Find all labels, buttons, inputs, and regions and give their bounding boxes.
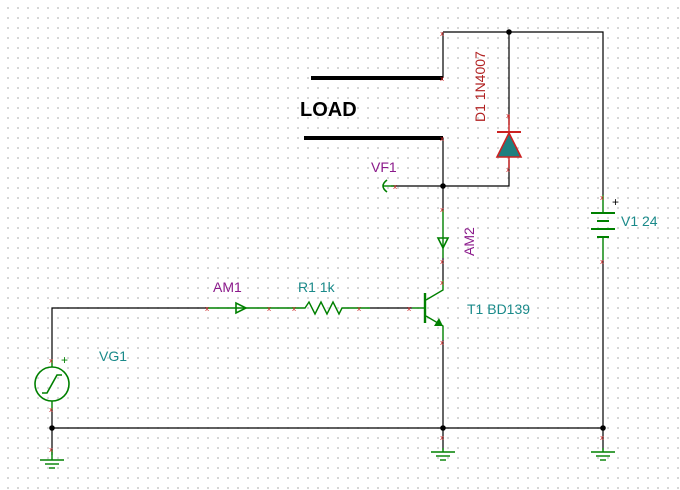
junction-dot xyxy=(49,425,55,431)
battery-v1[interactable]: + V1 24 xyxy=(591,195,658,260)
pin-marker: x xyxy=(440,75,444,83)
v1-label: V1 24 xyxy=(621,213,658,229)
ground-battery[interactable] xyxy=(591,448,615,461)
r1-body xyxy=(270,300,370,316)
vf1-label: VF1 xyxy=(371,159,397,175)
pin-marker: x xyxy=(292,305,296,313)
pin-marker: x xyxy=(506,112,510,120)
pin-marker: x xyxy=(440,30,444,38)
pin-marker: x xyxy=(393,183,397,191)
t1-emitter-arrow xyxy=(434,318,443,326)
pin-marker: x xyxy=(600,258,604,266)
ground-transistor[interactable] xyxy=(431,448,455,461)
ammeter-am1[interactable]: AM1 xyxy=(208,279,270,315)
ground-vg1[interactable] xyxy=(40,450,64,469)
wire-vg1-input[interactable] xyxy=(51,307,208,360)
am2-arrow xyxy=(436,237,450,250)
pin-marker: x xyxy=(440,135,444,143)
junction-dot xyxy=(440,183,446,189)
wires xyxy=(51,31,604,455)
pin-marker: x xyxy=(440,339,444,347)
pin-marker: x xyxy=(600,194,604,202)
load-component[interactable]: LOAD xyxy=(300,76,443,140)
pin-marker: x xyxy=(440,206,444,214)
pin-marker: x xyxy=(407,305,411,313)
wire-diode-bottom[interactable] xyxy=(443,160,510,187)
r1-label: R1 1k xyxy=(298,279,336,295)
wire-top-rail[interactable] xyxy=(443,31,604,195)
pin-marker: x xyxy=(440,279,444,287)
vg1-plus: + xyxy=(61,353,68,367)
transistor-t1[interactable]: T1 BD139 xyxy=(412,280,530,340)
vg1-label: VG1 xyxy=(99,348,127,364)
junctions xyxy=(49,29,606,431)
pin-markers: x x x x x x x x x x x x x x x x x x x x … xyxy=(49,30,604,454)
t1-label: T1 BD139 xyxy=(467,301,530,317)
pin-marker: x xyxy=(506,166,510,174)
pin-marker: x xyxy=(267,305,271,313)
diode-label: D1 1N4007 xyxy=(472,51,488,122)
vg1-wave-icon xyxy=(42,374,62,394)
t1-emitter xyxy=(425,315,444,340)
t1-collector xyxy=(425,280,444,301)
v1-plus: + xyxy=(612,195,619,209)
diode-triangle xyxy=(495,131,523,158)
junction-dot xyxy=(440,425,446,431)
voltage-probe-vf1[interactable]: VF1 xyxy=(371,159,397,193)
am2-label: AM2 xyxy=(461,227,477,256)
pin-marker: x xyxy=(357,305,361,313)
am1-arrow xyxy=(235,301,248,315)
junction-dot xyxy=(600,425,606,431)
pin-marker: x xyxy=(49,357,53,365)
load-label: LOAD xyxy=(300,99,357,121)
am1-label: AM1 xyxy=(213,279,242,295)
pin-marker: x xyxy=(440,258,444,266)
pin-marker: x xyxy=(49,446,53,454)
pin-marker: x xyxy=(440,434,444,442)
pin-marker: x xyxy=(205,305,209,313)
signal-generator-vg1[interactable]: + VG1 xyxy=(34,348,127,410)
junction-dot xyxy=(506,29,512,35)
resistor-r1[interactable]: R1 1k xyxy=(270,279,370,316)
pin-marker: x xyxy=(600,434,604,442)
pin-marker: x xyxy=(49,406,53,414)
ammeter-am2[interactable]: AM2 xyxy=(436,210,477,258)
diode-d1[interactable]: D1 1N4007 xyxy=(472,51,523,168)
